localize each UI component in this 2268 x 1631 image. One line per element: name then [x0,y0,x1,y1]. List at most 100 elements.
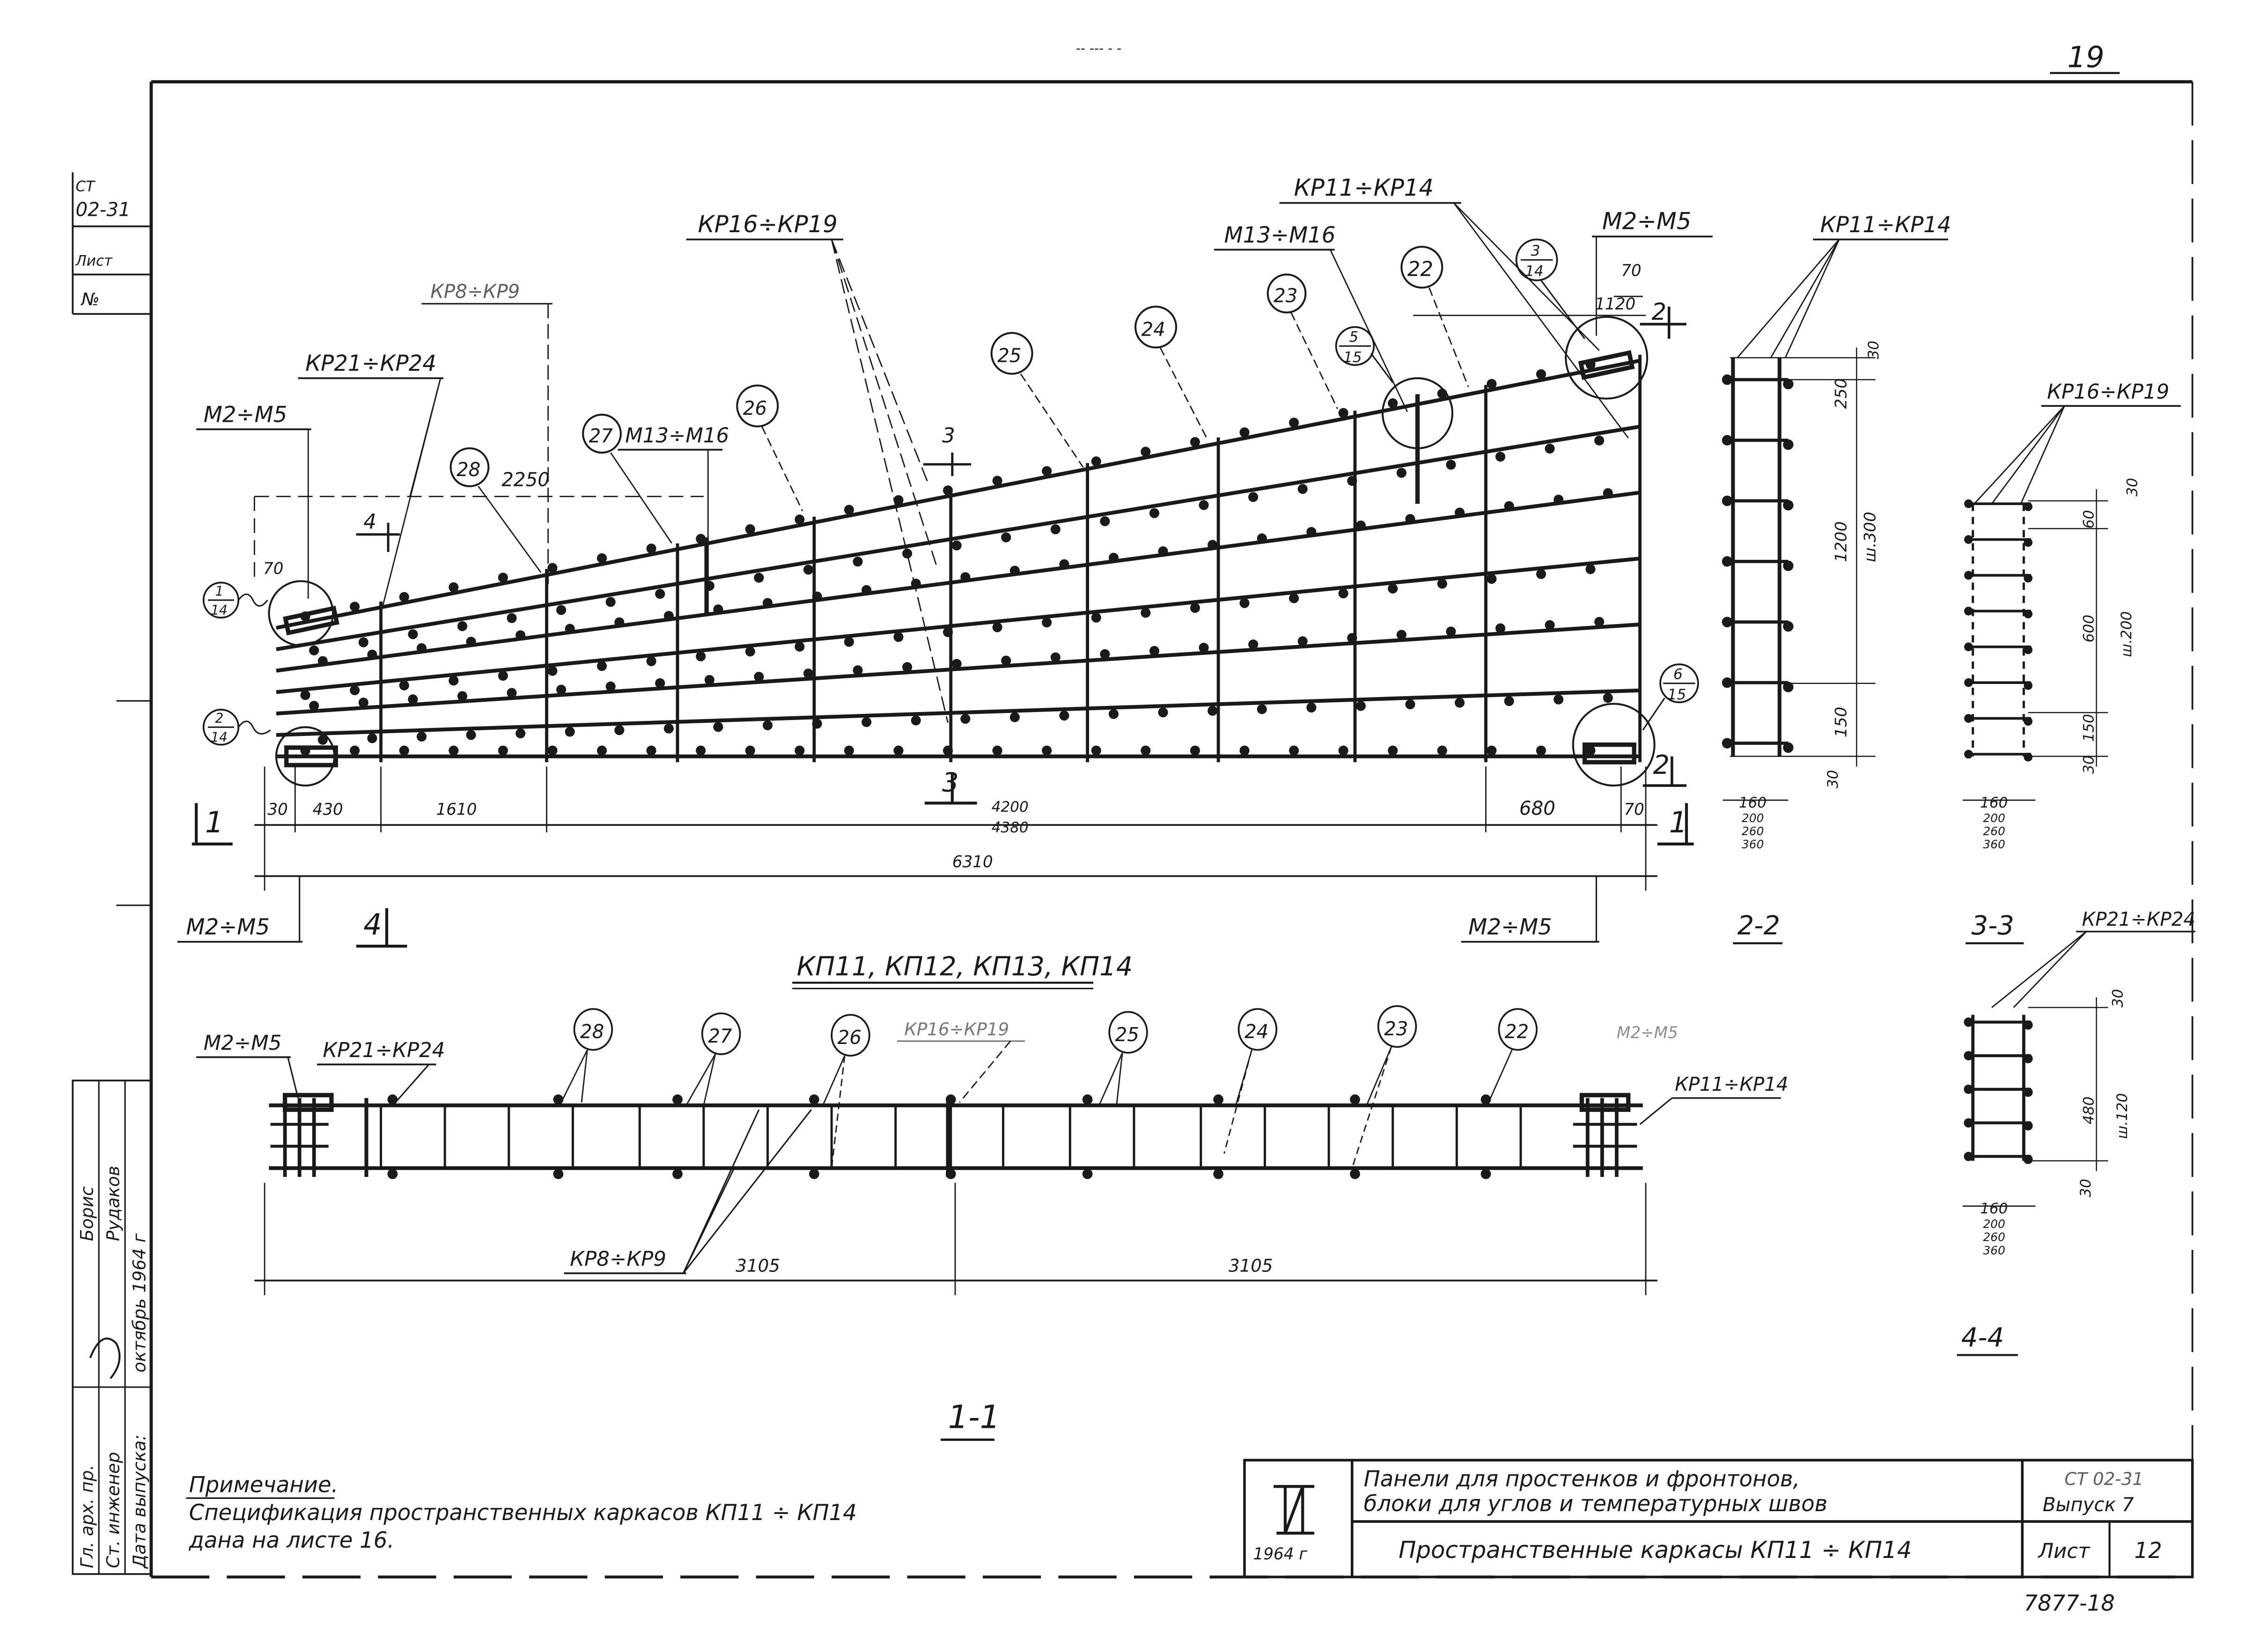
rebar-dot [655,588,665,599]
detail-ref-5-num: 5 [1349,329,1359,345]
dim-30: 30 [267,800,287,819]
plan-position-27-label: 27 [708,1025,732,1047]
rebar-dot [795,745,805,756]
plan-position-28: 28 [560,1008,613,1103]
section-2-2-dot [1722,556,1733,567]
rebar-dot [1446,626,1456,637]
plan-end-right [1573,1093,1637,1177]
rebar-dot [1306,702,1317,713]
rebar-dot [844,637,854,647]
section-4-4: КР21÷КР24 30 480 ш.120 30 160 200 260 36… [1957,908,2195,1356]
rebar-dot [1554,494,1564,505]
position-mark-28: 28 [449,447,542,573]
rebar-dot [1603,693,1613,703]
rebar-dot [1100,516,1110,527]
rebar-dot [960,713,971,724]
callout-kr11-kr14-top: КР11÷КР14 [1279,174,1629,439]
position-mark-26: 26 [736,384,803,512]
rebar-dot [457,691,467,701]
rebar-dot [696,651,706,661]
rebar-dot [1042,745,1052,756]
detail-ref-5: 5 15 [1335,326,1393,383]
embed-plate-bottom-right [1582,742,1636,764]
detail-circle-2 [275,726,336,787]
rebar-dot [358,637,368,647]
rebar-dot [1091,456,1101,467]
section-4-4-rungs [1964,1017,2033,1164]
rebar-dot [449,676,459,686]
rebar-dot [399,680,409,691]
rebar-dot [1257,533,1267,544]
rebar-dot [408,629,418,639]
s22-dim-30-bottom: 30 [1825,770,1841,789]
rebar-dot [754,671,764,682]
callout-kr16-kr19: КР16÷КР19 [686,211,949,723]
title-line-1: Панели для простенков и фронтонов, [1364,1467,1800,1492]
plan-label-kr21-kr24: КР21÷КР24 [323,1039,445,1062]
rebar-dot [596,553,607,564]
rebar-dot [1289,593,1299,603]
note-heading: Примечание. [189,1473,339,1498]
callout-m2-m5-bottom-left: М2÷М5 [186,915,270,940]
rebar-dot [408,694,418,705]
rebar-dot [367,733,377,743]
section-title-1-1: 1-1 [948,1398,1001,1436]
s44-dim-30-bottom: 30 [2077,1179,2094,1198]
longitudinal-bar [276,359,1641,630]
rebar-dot [1437,745,1447,756]
callout-kr8-kr9-text: КР8÷КР9 [430,280,520,302]
stamp-name-2: Рудаков [103,1166,124,1241]
rebar-dot [943,485,953,496]
top-stray-text: -- --- - - [1076,40,1121,56]
position-25-label: 25 [997,344,1021,367]
section-2-2-dot [1722,738,1733,749]
rebar-dot [309,701,319,711]
plan-position-22-label: 22 [1505,1021,1529,1043]
section-4-4-dot [1964,1118,1973,1128]
embed-plate-bottom-left [284,745,338,768]
rebar-dot [992,745,1002,756]
rebar-dot [1487,745,1497,756]
section-2-2: КР11÷КР14 30 250 1200 ш.300 150 30 160 2… [1722,213,1951,945]
rebar-dot [350,685,360,696]
rebar-dot [1091,612,1101,623]
callout-m2-m5-left-text: М2÷М5 [204,402,287,427]
rebar-dot [655,678,665,688]
rebar-dot [1091,745,1101,756]
section-2-2-dot [1722,495,1733,507]
s33-dim-600: 600 [2080,615,2097,643]
rebar-dot [1347,633,1357,643]
longitudinal-bar [276,491,1641,673]
sheet-frame [149,80,2194,1579]
rebar-dot [745,524,755,534]
rebar-dot [1009,566,1020,576]
rebar-dot [696,534,706,544]
rebar-dot [1050,652,1060,662]
section-2-2-dot [1783,439,1794,450]
rebar-dot [1009,712,1020,722]
issue-number: Выпуск 7 [2043,1493,2134,1516]
section-marker-4-top: 4 [356,510,400,552]
rebar-dot [350,602,360,612]
callout-m2-m5-top-right-text: М2÷М5 [1602,208,1692,235]
section-4-4-title: 4-4 [1961,1322,2004,1353]
plan-dot-top [553,1094,564,1105]
plan-label-m2-m5-right: М2÷М5 [1617,1024,1678,1043]
plan-label-kr8-kr9: КР8÷КР9 [570,1248,666,1271]
rebar-dot [1338,588,1348,599]
rebar-dot [498,745,508,756]
rebar-dot [853,557,863,567]
rebar-dot [605,681,616,691]
rebar-dot [1297,636,1308,647]
detail-ref-6-den: 15 [1668,686,1686,703]
rebar-dot [1257,704,1267,714]
detail-ref-2-den: 14 [211,729,228,745]
section-4-4-dot [2023,1020,2033,1030]
s22-width-200: 200 [1742,811,1764,825]
rebar-dot [547,563,558,573]
section-3-3-dot [2024,645,2032,654]
rebar-dot [1149,646,1160,656]
rebar-dot [1396,468,1406,478]
plan-rungs [364,1098,1522,1177]
rebar-dot [646,544,656,554]
